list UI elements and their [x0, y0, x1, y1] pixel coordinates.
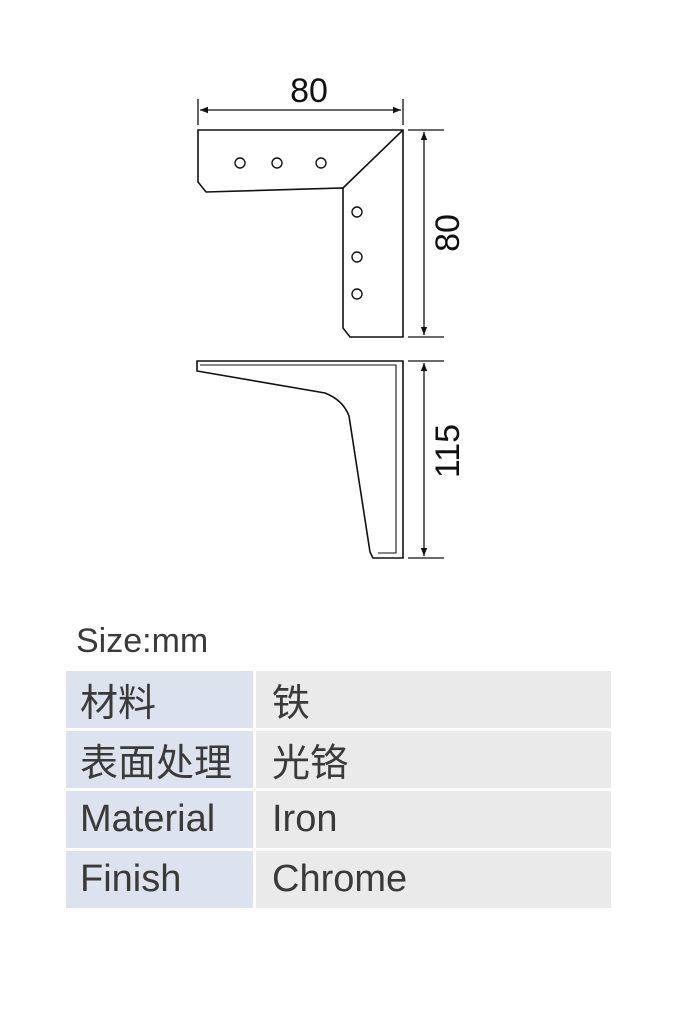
spec-value-material-cn: 铁	[256, 671, 611, 728]
mounting-holes	[234, 157, 363, 300]
hole-side-2	[351, 251, 363, 263]
top-view-plate	[197, 129, 404, 338]
hole-top-3	[315, 157, 327, 169]
dimension-top-depth	[408, 129, 444, 338]
spec-table: 材料 铁 表面处理 光铬 Material Iron Finish Chrome	[66, 668, 611, 911]
spec-label-material-cn: 材料	[66, 671, 256, 728]
spec-value-finish: Chrome	[256, 851, 611, 908]
dimension-top-width	[197, 99, 404, 125]
hole-side-3	[351, 288, 363, 300]
table-row: Material Iron	[66, 791, 611, 848]
table-row: 表面处理 光铬	[66, 731, 611, 788]
spec-value-finish-cn: 光铬	[256, 731, 611, 788]
hole-top-2	[271, 157, 283, 169]
dimension-height	[408, 360, 444, 559]
spec-label-material: Material	[66, 791, 256, 848]
dimension-top-width-label: 80	[290, 72, 328, 110]
side-view-leg	[196, 360, 404, 559]
table-row: Finish Chrome	[66, 851, 611, 908]
spec-label-finish: Finish	[66, 851, 256, 908]
table-row: 材料 铁	[66, 671, 611, 728]
spec-value-material: Iron	[256, 791, 611, 848]
dimension-top-depth-label: 80	[429, 214, 467, 252]
technical-drawing: 80 80 115	[196, 72, 467, 559]
dimension-height-label: 115	[429, 424, 467, 478]
hole-top-1	[234, 157, 246, 169]
size-unit-label: Size:mm	[76, 622, 209, 660]
spec-label-finish-cn: 表面处理	[66, 731, 256, 788]
hole-side-1	[351, 206, 363, 218]
